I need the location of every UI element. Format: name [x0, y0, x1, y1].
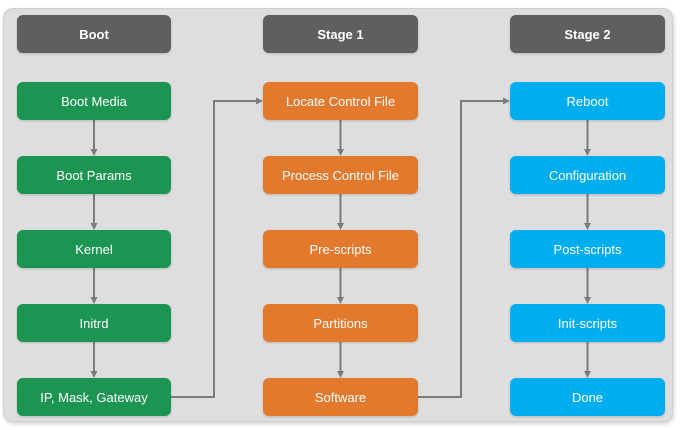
node-boot-params: Boot Params [17, 156, 171, 194]
node-locate-control-file: Locate Control File [263, 82, 418, 120]
column-stage1: Stage 1 Locate Control File Process Cont… [263, 0, 418, 430]
node-partitions: Partitions [263, 304, 418, 342]
node-done: Done [510, 378, 665, 416]
node-ip-mask-gateway: IP, Mask, Gateway [17, 378, 171, 416]
column-header-boot: Boot [17, 15, 171, 53]
node-boot-media: Boot Media [17, 82, 171, 120]
column-boot: Boot Boot Media Boot Params Kernel Initr… [17, 0, 171, 430]
diagram-panel [3, 8, 673, 422]
node-software: Software [263, 378, 418, 416]
node-reboot: Reboot [510, 82, 665, 120]
column-header-stage2: Stage 2 [510, 15, 665, 53]
node-init-scripts: Init-scripts [510, 304, 665, 342]
node-process-control-file: Process Control File [263, 156, 418, 194]
node-post-scripts: Post-scripts [510, 230, 665, 268]
node-configuration: Configuration [510, 156, 665, 194]
node-kernel: Kernel [17, 230, 171, 268]
column-stage2: Stage 2 Reboot Configuration Post-script… [510, 0, 665, 430]
node-pre-scripts: Pre-scripts [263, 230, 418, 268]
column-header-stage1: Stage 1 [263, 15, 418, 53]
node-initrd: Initrd [17, 304, 171, 342]
